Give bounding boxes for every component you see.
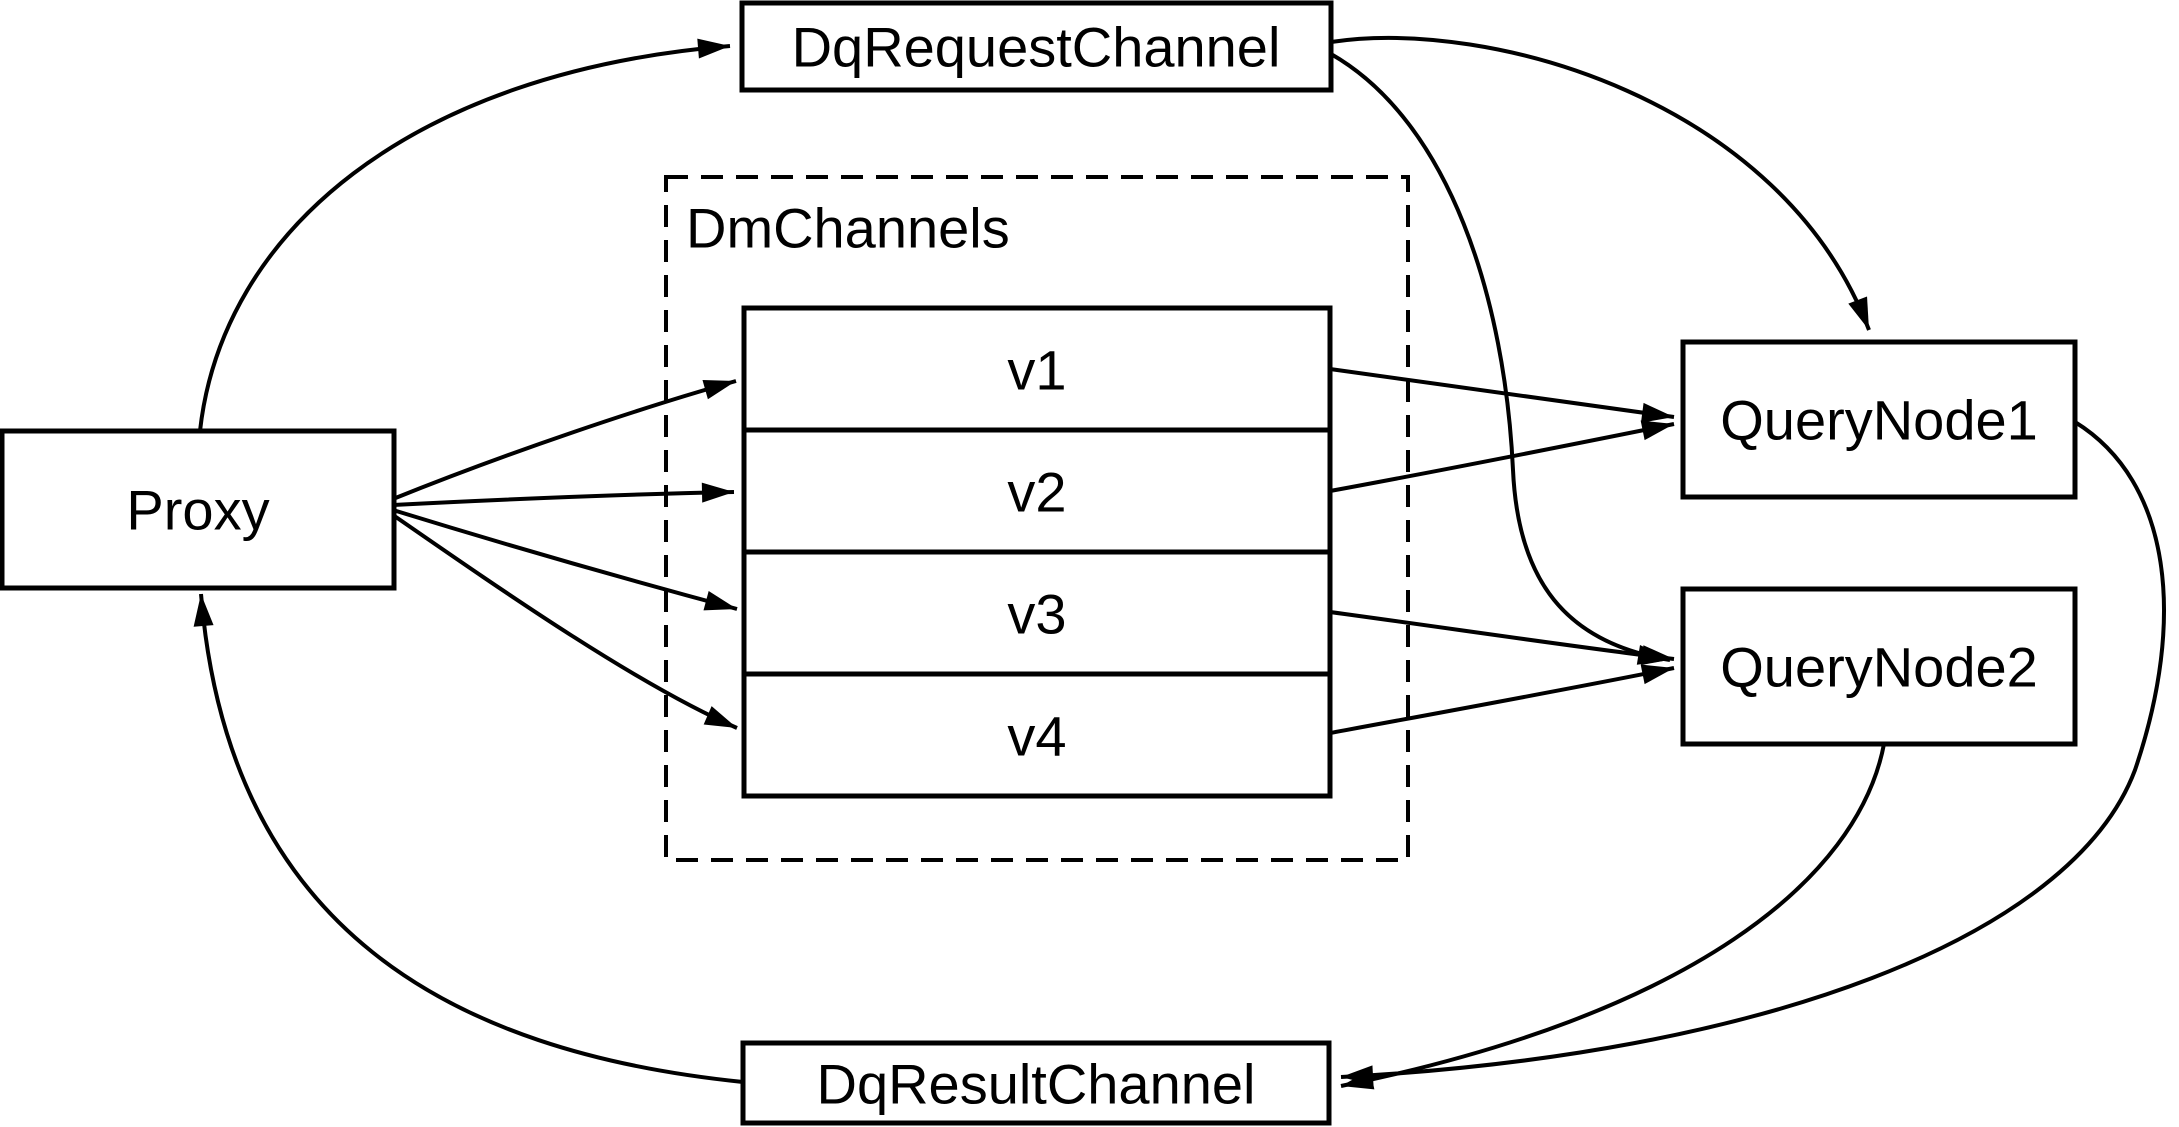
query-node1-box — [1680, 339, 2078, 500]
dm-channel-v2-label: v2 — [1007, 461, 1066, 524]
dm-channels-group-label: DmChannels — [686, 197, 1010, 260]
edge-proxy-to-v3 — [392, 508, 738, 611]
edge-dqresultchannel-to-proxy — [193, 593, 744, 1084]
query-node2-box — [1680, 586, 2078, 747]
dm-channel-v1-label: v1 — [1007, 339, 1066, 402]
dq-request-channel-label: DqRequestChannel — [792, 16, 1281, 79]
dm-channel-v3-label: v3 — [1007, 583, 1066, 646]
edge-dqrequestchannel-to-querynode2 — [1330, 52, 1671, 665]
edge-v1-to-querynode1 — [1329, 367, 1675, 423]
edge-proxy-to-dqrequestchannel — [198, 38, 731, 432]
edge-dqrequestchannel-to-querynode1 — [1330, 35, 1871, 331]
proxy-node-box — [0, 428, 397, 591]
edge-proxy-to-v1 — [392, 379, 737, 501]
edge-querynode2-to-dqresultchannel — [1340, 743, 1886, 1090]
query-node1-label: QueryNode1 — [1720, 389, 2038, 452]
query-node2-label: QueryNode2 — [1720, 636, 2038, 699]
edge-v4-to-querynode2 — [1329, 664, 1675, 735]
edge-querynode1-to-dqresultchannel — [1340, 420, 2166, 1086]
edge-v3-to-querynode2 — [1329, 610, 1675, 666]
dq-result-channel-label: DqResultChannel — [817, 1053, 1256, 1116]
dq-request-channel-box — [739, 0, 1334, 93]
proxy-node-label: Proxy — [126, 479, 269, 542]
dq-result-channel-box — [740, 1040, 1332, 1126]
edge-proxy-to-v2 — [392, 482, 735, 507]
dm-channels-group-box — [664, 175, 1410, 862]
edge-proxy-to-v4 — [391, 513, 738, 730]
edge-v2-to-querynode1 — [1329, 420, 1675, 493]
dm-channel-v4-label: v4 — [1007, 705, 1066, 768]
